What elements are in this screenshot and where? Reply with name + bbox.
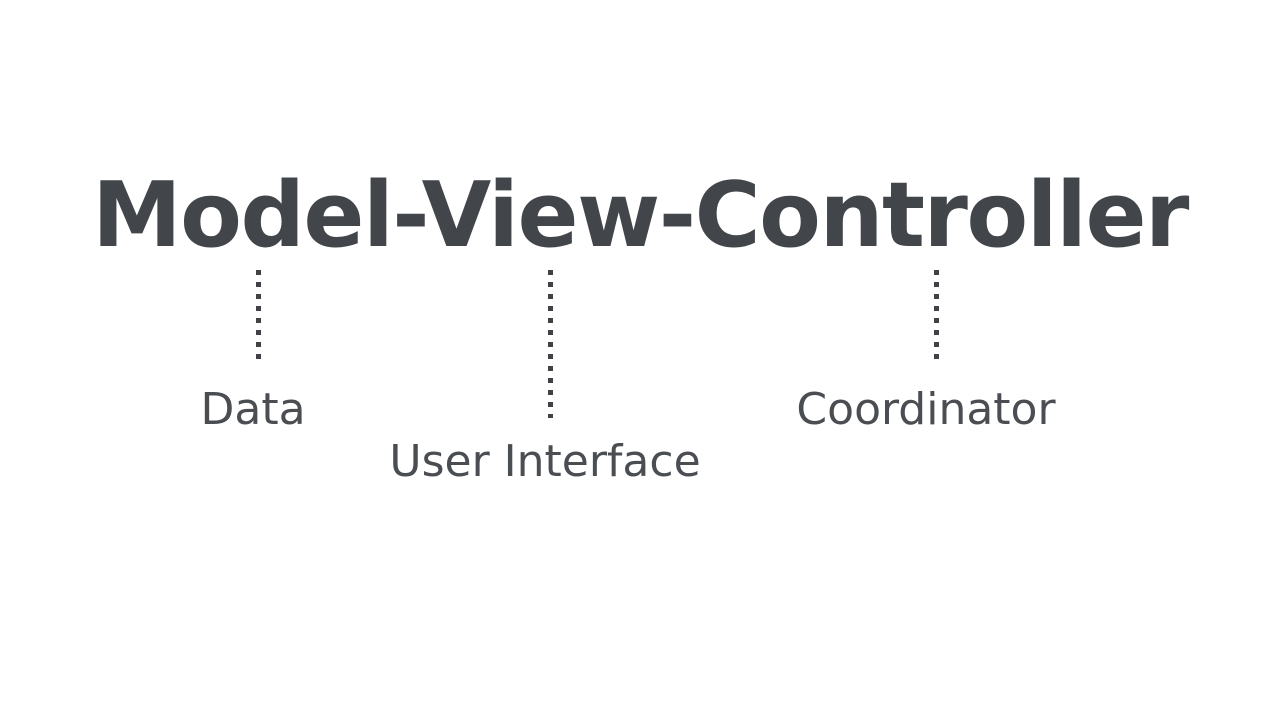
connector-line-model [256, 270, 261, 366]
annotation-label-controller: Coordinator [796, 384, 1056, 435]
connector-line-view [548, 270, 553, 418]
page-title: Model-View-Controller [92, 163, 1189, 268]
connector-line-controller [934, 270, 939, 366]
annotation-label-model: Data [200, 384, 306, 435]
annotation-label-view: User Interface [389, 436, 701, 487]
